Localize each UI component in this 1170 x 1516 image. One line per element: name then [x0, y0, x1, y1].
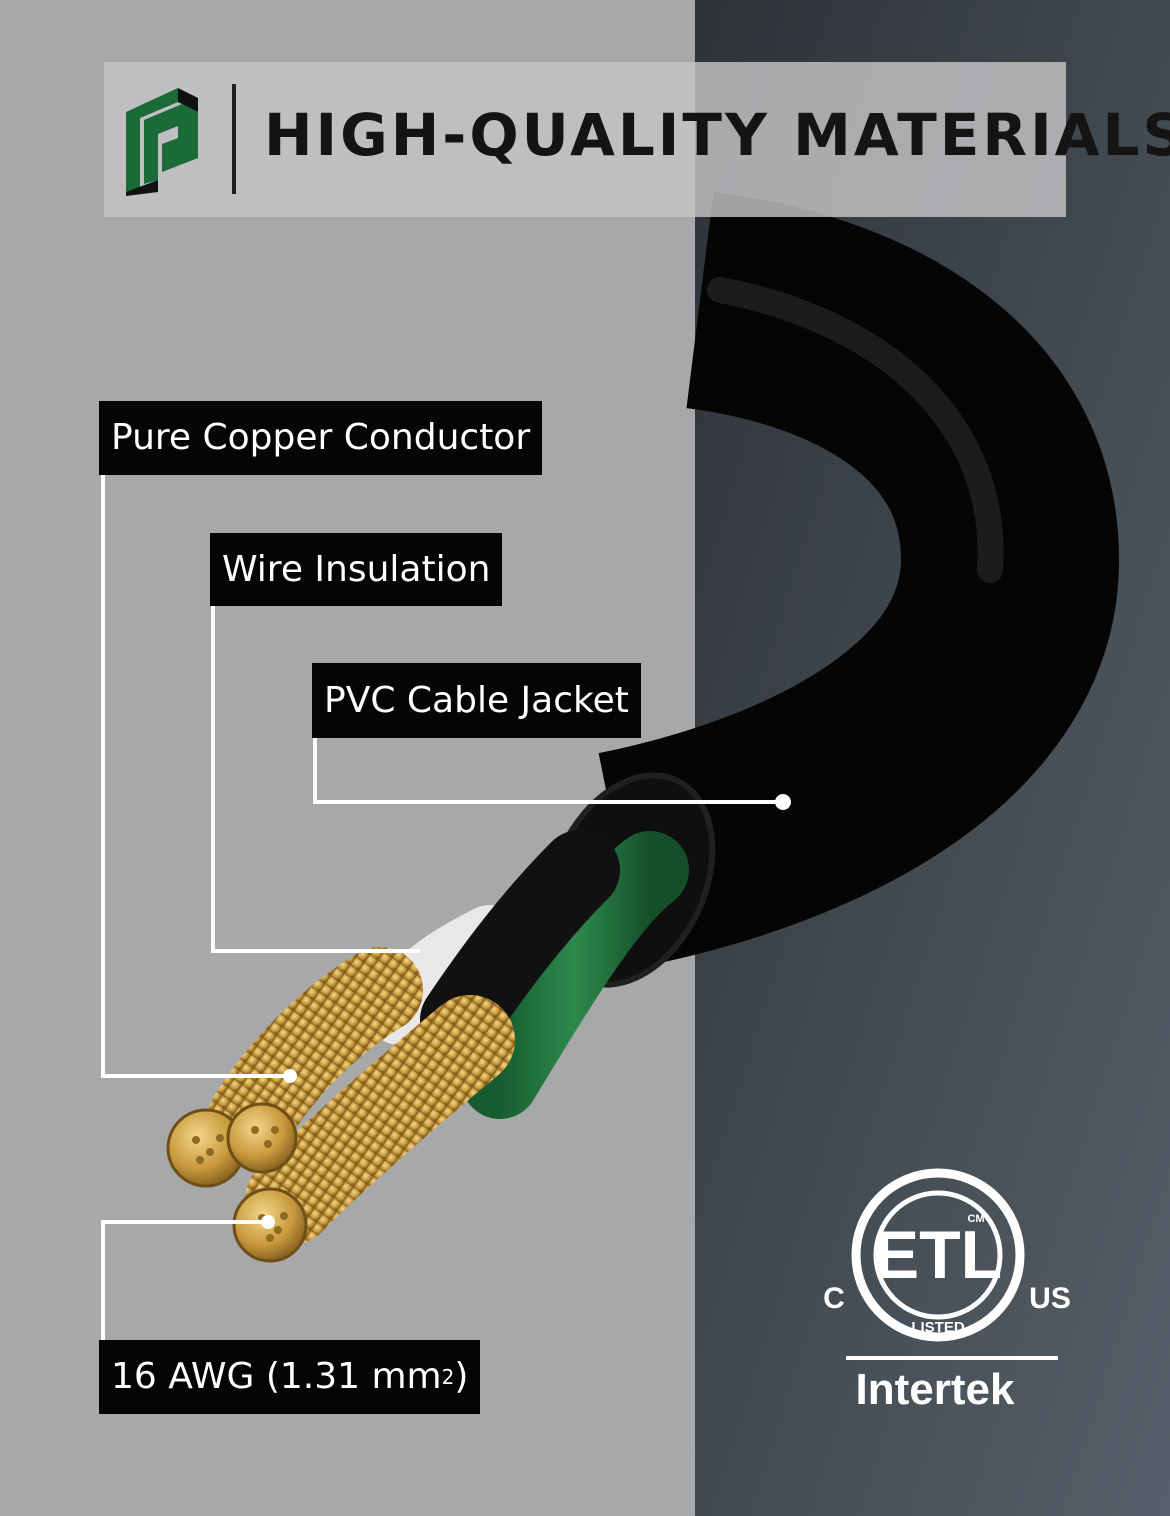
- copper-conductor-end-2: [226, 1102, 298, 1174]
- etl-listed-logo-icon: ETL CM LISTED C US: [823, 1168, 1071, 1342]
- header-banner: HIGH-QUALITY MATERIALS: [104, 62, 1170, 217]
- callout-label: 16 AWG (1.31 mm: [111, 1356, 442, 1397]
- page-title: HIGH-QUALITY MATERIALS: [264, 101, 1170, 169]
- callout-pvc-cable-jacket: PVC Cable Jacket: [312, 663, 641, 738]
- etl-c: C: [823, 1282, 845, 1315]
- leader-dots: [261, 794, 791, 1229]
- etl-listed: LISTED: [911, 1319, 965, 1336]
- leader-line-conductor: [101, 474, 290, 1078]
- etl-cm: CM: [967, 1213, 984, 1225]
- leader-line-insulation: [211, 605, 420, 953]
- leader-line-jacket: [313, 737, 783, 804]
- callout-wire-insulation: Wire Insulation: [210, 533, 503, 606]
- callout-label-close: ): [454, 1356, 469, 1397]
- callout-label: PVC Cable Jacket: [324, 679, 629, 721]
- etl-certification-mark: ETL CM LISTED C US Intertek: [820, 1160, 1080, 1414]
- copper-strand-bundle-lower: [245, 995, 515, 1245]
- leader-line-gauge: [101, 1220, 268, 1342]
- callout-superscript: 2: [441, 1365, 455, 1389]
- brand-logo-icon: [126, 88, 198, 196]
- etl-us: US: [1029, 1282, 1071, 1315]
- intertek-name: Intertek: [855, 1365, 1015, 1414]
- cert-divider: [846, 1356, 1058, 1360]
- cable-jacket-highlight: [707, 277, 1004, 583]
- leader-lines: [101, 474, 783, 1342]
- callout-label: Pure Copper Conductor: [111, 417, 531, 458]
- header-divider: [232, 84, 236, 194]
- etl-letters: ETL: [874, 1217, 1002, 1293]
- callout-pure-copper-conductor: Pure Copper Conductor: [99, 401, 543, 475]
- cable-jacket: [597, 191, 1120, 967]
- callout-label: Wire Insulation: [222, 548, 491, 590]
- ground-wire: [461, 831, 689, 1119]
- copper-strand-bundle-upper: [207, 947, 423, 1163]
- background-left: [0, 0, 695, 1516]
